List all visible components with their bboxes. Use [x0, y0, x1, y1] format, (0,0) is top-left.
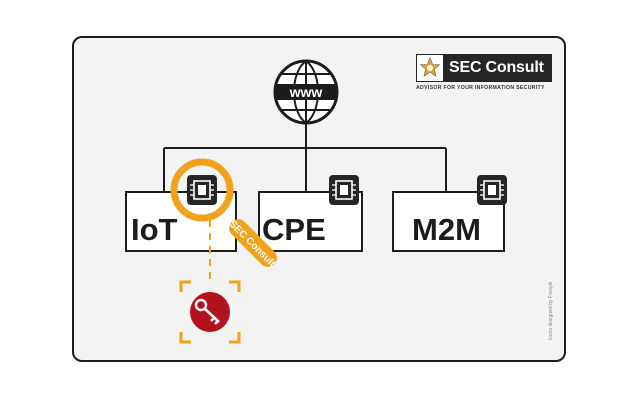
icon-credit: Icons designed by Freepik — [548, 281, 554, 340]
key-icon — [190, 292, 230, 332]
logo-box: SEC Consult — [416, 54, 552, 82]
device-label-m2m: M2M — [412, 212, 481, 247]
key-frame — [179, 280, 241, 344]
device-box-iot: IoT — [125, 191, 237, 252]
device-label-cpe: CPE — [262, 212, 326, 247]
sec-consult-logo: SEC Consult ADVISOR FOR YOUR INFORMATION… — [416, 54, 552, 91]
logo-tagline: ADVISOR FOR YOUR INFORMATION SECURITY — [416, 85, 545, 91]
globe-label: www — [289, 84, 323, 100]
chip-icon — [329, 175, 359, 205]
star-icon — [417, 55, 443, 81]
device-label-iot: IoT — [131, 212, 178, 247]
connector-lines — [163, 124, 447, 192]
chip-icon — [477, 175, 507, 205]
logo-name: SEC Consult — [449, 59, 544, 76]
globe-icon: www — [273, 59, 339, 125]
chip-icon — [187, 175, 217, 205]
